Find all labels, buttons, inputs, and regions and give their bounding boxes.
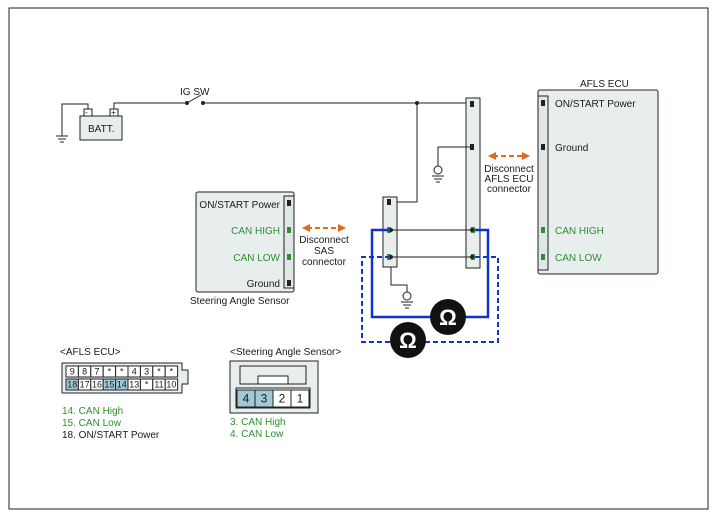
afls-ecu-title: AFLS ECU: [580, 79, 629, 90]
afls-pin-ground: Ground: [555, 143, 588, 154]
afls-connector-title: <AFLS ECU>: [60, 347, 121, 358]
afls-pin-label: 9: [70, 367, 75, 377]
afls-pin-label-cell: [164, 378, 179, 391]
afls-pin-can-low: CAN LOW: [555, 253, 602, 264]
afls-pin-power: ON/START Power: [555, 99, 636, 110]
afls-pin-label: *: [170, 367, 174, 377]
power-wire: [113, 102, 186, 109]
svg-text:+: +: [111, 107, 116, 117]
afls-pin-label: 17: [80, 380, 90, 390]
afls-pin-label: 10: [166, 380, 176, 390]
ground-symbol: [432, 165, 444, 183]
svg-text:-: -: [85, 107, 88, 117]
junction-connector-right: [465, 97, 481, 269]
ohm-meter-icon: Ω: [430, 299, 466, 335]
ig-sw-label: IG SW: [180, 87, 210, 98]
sas-caption: Steering Angle Sensor: [190, 296, 290, 307]
sas-pin-can-low: CAN LOW: [233, 253, 280, 264]
sas-pin-label: 1: [297, 392, 304, 406]
diagram-frame: [8, 7, 709, 510]
svg-text:Ω: Ω: [439, 305, 457, 330]
disconnect-afls-line3: connector: [487, 184, 532, 195]
sas-pin-ground: Ground: [247, 279, 280, 290]
afls-pin-label: *: [108, 367, 112, 377]
disconnect-afls-line2: AFLS ECU: [485, 174, 534, 185]
sas-pin-label: 2: [279, 392, 286, 406]
disconnect-afls-arrow-icon: [488, 152, 530, 160]
afls-pin-label: *: [120, 367, 124, 377]
afls-legend-3: 18. ON/START Power: [62, 430, 160, 441]
afls-pin-label: 15: [104, 380, 114, 390]
afls-pin-label: 7: [94, 367, 99, 377]
sas-legend-1: 3. CAN High: [230, 417, 286, 428]
afls-pin-label: 18: [67, 380, 77, 390]
afls-legend-2: 15. CAN Low: [62, 418, 122, 429]
disconnect-sas-line2: SAS: [314, 246, 334, 257]
afls-pin-label: 11: [154, 380, 163, 390]
afls-pin-label: 4: [132, 367, 137, 377]
battery: BATT. - +: [56, 103, 123, 143]
afls-pin-label: *: [157, 367, 161, 377]
ohm-meter-icon: Ω: [390, 322, 426, 358]
disconnect-afls-line1: Disconnect: [484, 164, 534, 175]
afls-pin-label: 8: [82, 367, 87, 377]
sas-box: ON/START Power CAN HIGH CAN LOW Ground S…: [190, 191, 295, 307]
afls-legend-1: 14. CAN High: [62, 406, 123, 417]
afls-pin-label: 16: [92, 380, 102, 390]
sas-connector-title: <Steering Angle Sensor>: [230, 347, 341, 358]
batt-label: BATT.: [88, 124, 114, 135]
measure-loop-can-low: [361, 256, 499, 343]
svg-text:Ω: Ω: [399, 328, 417, 353]
ground-symbol: [401, 291, 413, 309]
disconnect-sas-line3: connector: [302, 257, 347, 268]
afls-pin-label: 14: [117, 380, 127, 390]
afls-ecu-box: AFLS ECU ON/START Power Ground CAN HIGH …: [537, 79, 659, 275]
afls-pin-label: 3: [144, 367, 149, 377]
sas-pin-label: 3: [261, 392, 268, 406]
disconnect-sas-line1: Disconnect: [299, 235, 349, 246]
afls-pin-label: *: [145, 380, 149, 390]
sas-pin-label: 4: [243, 392, 250, 406]
sas-pin-can-high: CAN HIGH: [231, 226, 280, 237]
disconnect-sas-arrow-icon: [302, 224, 346, 232]
sas-legend-2: 4. CAN Low: [230, 429, 284, 440]
afls-pin-can-high: CAN HIGH: [555, 226, 604, 237]
afls-pin-label: 13: [129, 380, 139, 390]
ig-switch: IG SW: [180, 87, 210, 105]
sas-pin-label-cell: [290, 389, 310, 408]
afls-pin-label-cell: [164, 365, 179, 378]
sas-pin-power: ON/START Power: [199, 200, 280, 211]
